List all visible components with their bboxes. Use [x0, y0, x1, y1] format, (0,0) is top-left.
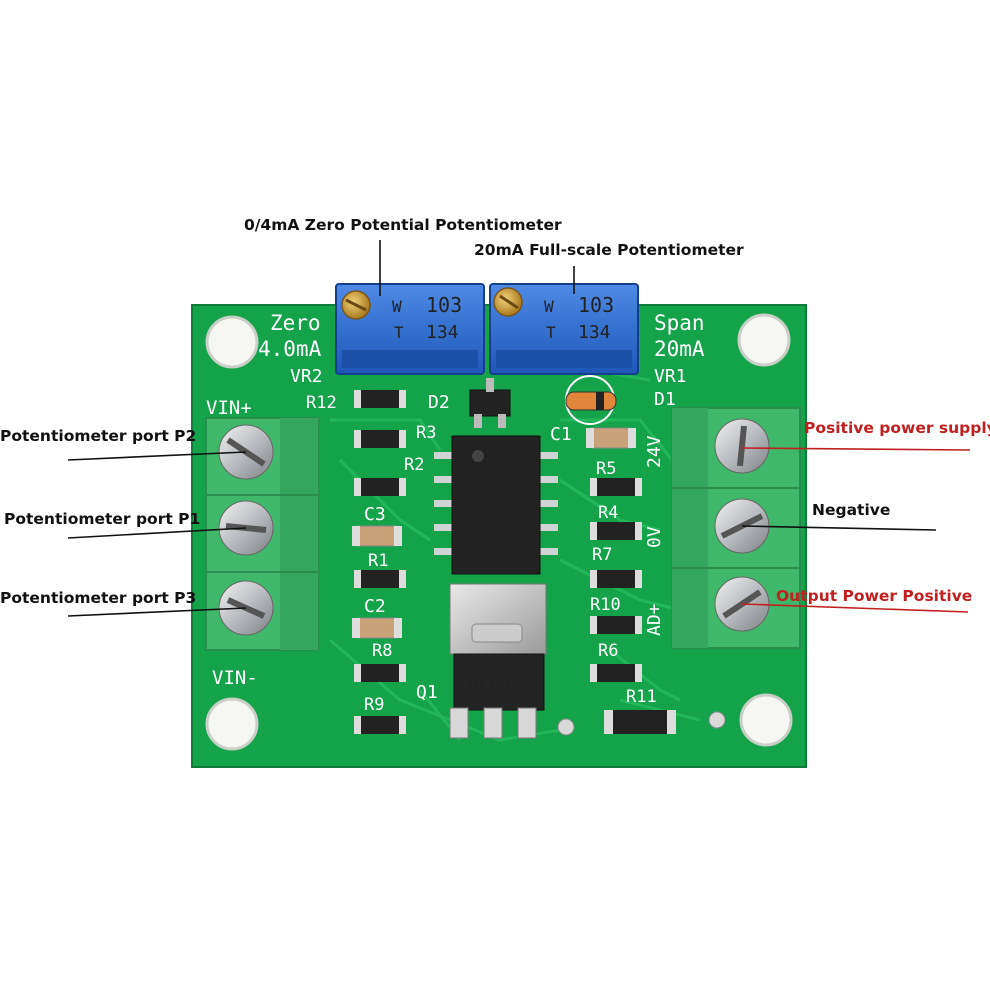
resistor: 2202: [354, 478, 406, 496]
resistor-code: 4703: [600, 622, 619, 631]
resistor-r4: 2202: [590, 522, 642, 540]
silk-r5: R5: [596, 459, 616, 479]
ic-chip: [434, 435, 558, 575]
resistor-code: 2202: [364, 484, 383, 493]
trimmer-t-label: T: [394, 323, 404, 342]
silk-r2: R2: [404, 455, 424, 475]
silk-zero: Zero: [270, 311, 321, 335]
resistor: 2202: [354, 430, 406, 448]
resistor-code: 1001: [364, 722, 383, 731]
callout-port-p3: Potentiometer port P3: [0, 589, 197, 607]
resistor-code: 120: [603, 670, 618, 679]
mounting-hole: [737, 313, 791, 367]
resistor-code: 120: [367, 670, 382, 679]
silk-r1: R1: [368, 551, 388, 571]
resistor-r6: 120: [590, 664, 642, 682]
silk-r4: R4: [598, 503, 618, 523]
callout-full-pot: 20mA Full-scale Potentiometer: [474, 241, 744, 259]
screw-icon: [714, 418, 770, 474]
callout-port-p2: Potentiometer port P2: [0, 427, 197, 445]
capacitor: [352, 617, 402, 639]
silk-r12: R12: [306, 393, 337, 413]
silk-d1: D1: [654, 389, 676, 410]
callout-output-positive: Output Power Positive: [776, 587, 973, 605]
resistor-code: 2202: [364, 576, 383, 585]
callout-port-p1: Potentiometer port P1: [4, 510, 201, 528]
resistor-r12: 820: [354, 390, 406, 408]
silk-ad-plus: AD+: [644, 603, 665, 636]
diode-d2: [469, 378, 511, 428]
test-pad: [557, 718, 575, 736]
resistor-r10: 4703: [590, 616, 642, 634]
callout-lines: [67, 240, 937, 617]
capacitor: [352, 525, 402, 547]
mounting-hole: [205, 697, 259, 751]
silk-r7: R7: [592, 545, 612, 565]
trimmer-code-label: 103: [578, 293, 614, 317]
silk-span: Span: [654, 311, 705, 335]
silk-q1: Q1: [416, 682, 438, 703]
mounting-hole: [739, 693, 793, 747]
silk-zero-value: 4.0mA: [258, 337, 322, 361]
trimmer-w-label: W: [544, 297, 554, 316]
mounting-hole: [205, 315, 259, 369]
silk-0v: 0V: [644, 526, 665, 548]
trimmer-w-label: W: [392, 297, 402, 316]
silk-c2: C2: [364, 596, 386, 617]
transistor-marking: BCP56: [468, 674, 522, 695]
silk-24v: 24V: [644, 435, 665, 468]
silk-c1: C1: [550, 424, 572, 445]
callout-zero-pot: 0/4mA Zero Potential Potentiometer: [244, 216, 562, 234]
transistor-q1: BCP56: [449, 583, 547, 739]
resistor-r7: 4703: [590, 570, 642, 588]
silk-r10: R10: [590, 595, 621, 615]
silk-r8: R8: [372, 641, 392, 661]
resistor-code: 820: [367, 396, 382, 405]
resistor-code: 1000: [620, 717, 647, 730]
trimmer-sub-label: 134: [426, 322, 459, 343]
diode-d1: [565, 375, 617, 425]
resistor-r1: 2202: [354, 570, 406, 588]
resistor-r5: 2202: [590, 478, 642, 496]
silk-r3: R3: [416, 423, 436, 443]
capacitor: [586, 427, 636, 449]
trimmer-t-label: T: [546, 323, 556, 342]
silk-r9: R9: [364, 695, 384, 715]
silk-c3: C3: [364, 504, 386, 525]
resistor-code: 2202: [364, 436, 383, 445]
callout-lines-red: [741, 447, 971, 613]
trimmer-vr1: 103 W 134 T: [489, 283, 639, 375]
trimmer-sub-label: 134: [578, 322, 611, 343]
resistor-r8: 120: [354, 664, 406, 682]
silk-vin-minus: VIN-: [212, 667, 258, 689]
resistor-code: 2202: [600, 484, 619, 493]
resistor-code: 4703: [600, 576, 619, 585]
resistor-r11: 1000: [604, 710, 676, 734]
callout-positive-supply: Positive power supply: [804, 419, 990, 437]
trimmer-code-label: 103: [426, 293, 462, 317]
silk-vr1: VR1: [654, 366, 687, 387]
silk-vr2: VR2: [290, 366, 323, 387]
test-pad: [708, 711, 726, 729]
silk-vin-plus: VIN+: [206, 397, 252, 419]
silk-r11: R11: [626, 687, 657, 707]
callout-negative: Negative: [812, 501, 891, 519]
silk-r6: R6: [598, 641, 618, 661]
resistor-r9: 1001: [354, 716, 406, 734]
silk-span-value: 20mA: [654, 337, 705, 361]
resistor-code: 2202: [600, 528, 619, 537]
trimmer-vr2: 103 W 134 T: [335, 283, 485, 375]
silk-d2: D2: [428, 392, 450, 413]
